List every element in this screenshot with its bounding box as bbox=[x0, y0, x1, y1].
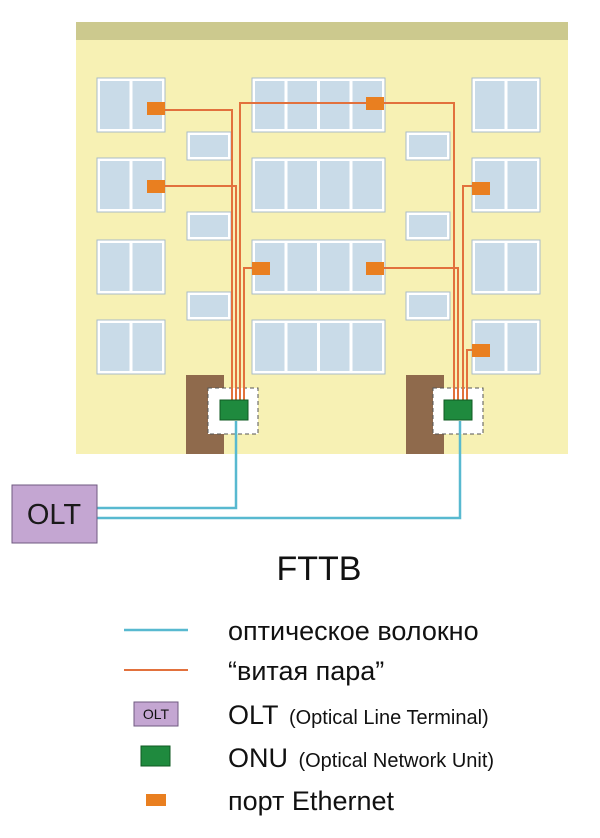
onu-left-icon bbox=[219, 399, 249, 421]
window-pane bbox=[287, 243, 317, 291]
window-pane bbox=[287, 81, 317, 129]
legend-onu-icon bbox=[140, 745, 171, 767]
olt-box-label: OLT bbox=[27, 499, 82, 531]
ethernet-port-icon bbox=[147, 102, 165, 115]
legend-olt-icon bbox=[133, 701, 179, 727]
window-pane bbox=[320, 81, 350, 129]
window-pane bbox=[507, 243, 537, 291]
legend-olt-label: OLT (Optical Line Terminal) bbox=[228, 700, 489, 730]
ethernet-port-icon bbox=[366, 97, 384, 110]
window-pane bbox=[100, 81, 130, 129]
fiber-lines bbox=[97, 421, 462, 520]
legend-onu-label: ONU (Optical Network Unit) bbox=[228, 743, 494, 773]
ethernet-port-icon bbox=[147, 180, 165, 193]
window-pane bbox=[255, 81, 285, 129]
window-pane bbox=[190, 135, 228, 157]
legend-olt-desc: (Optical Line Terminal) bbox=[289, 707, 489, 729]
building-roof bbox=[76, 22, 568, 40]
window-pane bbox=[100, 323, 130, 371]
window-pane bbox=[320, 161, 350, 209]
window-pane bbox=[352, 161, 382, 209]
legend-fiber-label: оптическое волокно bbox=[228, 616, 479, 646]
fiber-to-left-onu bbox=[97, 421, 238, 510]
window-pane bbox=[255, 161, 285, 209]
ethernet-port-icon bbox=[366, 262, 384, 275]
window-pane bbox=[132, 323, 162, 371]
window-pane bbox=[132, 243, 162, 291]
legend-onu-desc: (Optical Network Unit) bbox=[298, 750, 494, 772]
window-pane bbox=[475, 243, 505, 291]
olt-box-rect bbox=[11, 484, 98, 544]
ethernet-port-icon bbox=[472, 344, 490, 357]
window-pane bbox=[507, 81, 537, 129]
twisted-pair-left-2 bbox=[157, 185, 237, 402]
window-pane bbox=[320, 323, 350, 371]
olt-box: OLT bbox=[11, 484, 98, 544]
legend-olt-abbr: OLT bbox=[228, 700, 279, 730]
window-pane bbox=[100, 243, 130, 291]
window-pane bbox=[320, 243, 350, 291]
twisted-pair-right-2 bbox=[376, 267, 459, 402]
fiber-to-right-onu bbox=[97, 421, 462, 520]
window-pane bbox=[409, 135, 447, 157]
ethernet-port-icon bbox=[252, 262, 270, 275]
window-pane bbox=[190, 295, 228, 317]
window-pane bbox=[287, 323, 317, 371]
ethernet-ports bbox=[147, 97, 490, 357]
window-pane bbox=[409, 295, 447, 317]
windows bbox=[96, 77, 541, 375]
twisted-pair-right-1 bbox=[382, 102, 455, 402]
legend-onu-abbr: ONU bbox=[228, 743, 288, 773]
window-pane bbox=[507, 161, 537, 209]
window-pane bbox=[100, 161, 130, 209]
twisted-pair-left-3 bbox=[239, 102, 370, 402]
window-pane bbox=[352, 323, 382, 371]
legend-ethernet-label: порт Ethernet bbox=[228, 786, 394, 816]
window-pane bbox=[190, 215, 228, 237]
twisted-pair-left-1 bbox=[157, 109, 233, 402]
onu-right-icon bbox=[443, 399, 473, 421]
window-pane bbox=[255, 323, 285, 371]
window-pane bbox=[475, 81, 505, 129]
legend-ethernet-icon bbox=[146, 794, 166, 806]
legend-olt-icon-text: OLT bbox=[143, 706, 170, 722]
window-pane bbox=[287, 161, 317, 209]
window-pane bbox=[507, 323, 537, 371]
diagram-title: FTTB bbox=[277, 550, 362, 588]
window-pane bbox=[409, 215, 447, 237]
legend: оптическое волокно “витая пара” OLT OLT … bbox=[124, 616, 494, 816]
onus bbox=[219, 399, 473, 421]
ethernet-port-icon bbox=[472, 182, 490, 195]
twisted-pair-cables bbox=[157, 102, 480, 402]
legend-twisted-pair-label: “витая пара” bbox=[228, 656, 384, 686]
